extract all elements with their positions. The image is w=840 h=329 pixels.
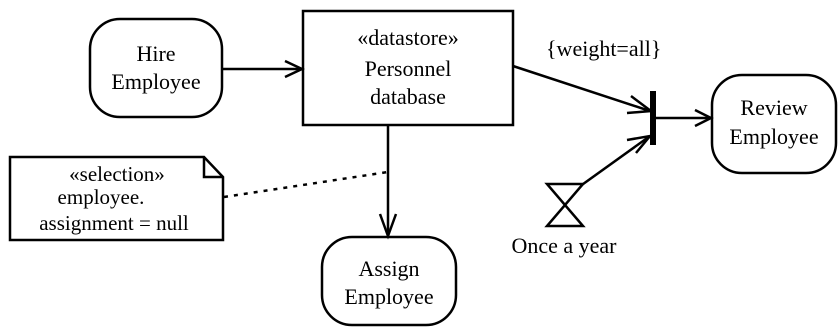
time-event-label: Once a year [511, 233, 617, 258]
personnel-database-node: «datastore» Personnel database [301, 9, 515, 127]
review-employee-line1: Review [740, 95, 807, 120]
time-event: Once a year [511, 182, 617, 258]
personnel-database-line1: Personnel [365, 56, 452, 81]
hire-employee-line1: Hire [136, 41, 175, 66]
note-anchor-line [223, 170, 389, 199]
note-line1: «selection» [69, 162, 165, 186]
hire-employee-shape [88, 17, 224, 119]
edge-hire-to-database [222, 59, 305, 79]
hire-employee-node: Hire Employee [88, 17, 224, 119]
join-bar [650, 91, 656, 145]
hourglass-icon [544, 182, 586, 228]
review-employee-line2: Employee [729, 124, 818, 149]
weight-label: {weight=all} [546, 36, 661, 61]
edge-line [512, 64, 651, 113]
arrowhead [378, 213, 398, 240]
arrowhead [626, 134, 654, 154]
note-line3: assignment = null [39, 211, 189, 235]
arrowhead [694, 108, 714, 128]
assign-employee-line2: Employee [344, 284, 433, 309]
assign-employee-shape [320, 235, 458, 327]
review-employee-node: Review Employee [710, 73, 838, 175]
datastore-stereotype: «datastore» [357, 25, 458, 50]
note-line2: employee. [58, 185, 145, 209]
personnel-database-line2: database [370, 84, 446, 109]
hire-employee-line2: Employee [111, 69, 200, 94]
note-fold [202, 157, 223, 179]
edge-database-to-join [512, 64, 655, 115]
edge-join-to-review [656, 108, 714, 128]
edge-database-to-assign [378, 125, 398, 240]
review-employee-shape [710, 73, 838, 175]
assign-employee-node: Assign Employee [320, 235, 458, 327]
selection-note: «selection» employee. assignment = null [8, 155, 225, 242]
personnel-database-shape [301, 9, 515, 127]
assign-employee-line1: Assign [358, 256, 419, 281]
arrowhead [284, 59, 305, 79]
note-shape [8, 155, 225, 242]
